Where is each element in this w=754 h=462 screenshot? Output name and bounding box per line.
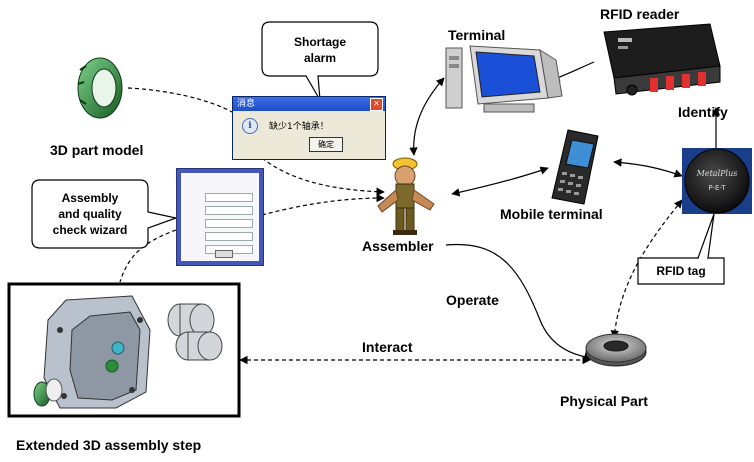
- rfid-tag-icon: MetalPlus P-E-T: [682, 148, 752, 214]
- wizard-line-3: check wizard: [52, 223, 128, 237]
- info-icon: i: [242, 118, 258, 134]
- part-model-icon: [77, 57, 123, 119]
- shortage-dialog-window: 消息 ✕ i 缺少1个轴承！ 确定: [232, 96, 386, 160]
- shortage-alarm-text: Shortage alarm: [262, 34, 378, 66]
- line-wizard-to-assembler: [261, 193, 385, 216]
- label-assembler: Assembler: [362, 238, 434, 254]
- mobile-terminal-icon: [551, 129, 599, 205]
- close-icon[interactable]: ✕: [370, 98, 383, 111]
- extended-3d-step-panel: [7, 282, 241, 418]
- label-identify: Identify: [678, 104, 728, 120]
- line-dialog-to-assembler: [261, 157, 385, 196]
- shortage-line-1: Shortage: [293, 35, 346, 49]
- rfid-tag-callout-text: RFID tag: [656, 264, 706, 278]
- label-mobile-terminal: Mobile terminal: [500, 206, 603, 222]
- wizard-field: [205, 193, 253, 202]
- label-rfid-reader: RFID reader: [600, 6, 680, 22]
- dialog-message: 缺少1个轴承！: [269, 122, 329, 132]
- dialog-titlebar: 消息 ✕: [233, 97, 385, 111]
- rfid-tag-print-line1: MetalPlus: [696, 169, 738, 178]
- wizard-button: [215, 250, 233, 258]
- wizard-field: [205, 206, 253, 215]
- rfid-tag-print-line2: P-E-T: [708, 184, 726, 192]
- wizard-form: [181, 173, 259, 261]
- line-model-to-dialog: [127, 87, 233, 113]
- label-extended-3d-step: Extended 3D assembly step: [16, 437, 202, 453]
- label-terminal: Terminal: [448, 27, 506, 43]
- label-operate: Operate: [446, 292, 499, 308]
- assembly-wizard-window: [176, 168, 264, 266]
- wizard-callout-text: Assembly and quality check wizard: [32, 190, 148, 238]
- physical-part-icon: [585, 333, 647, 367]
- assembler-figure-icon: [377, 157, 435, 235]
- line-assembler-part: [445, 243, 593, 362]
- label-interact: Interact: [362, 339, 413, 355]
- label-physical-part: Physical Part: [560, 393, 648, 409]
- wizard-field: [205, 232, 253, 241]
- shortage-line-2: alarm: [303, 51, 337, 65]
- line-mobile-assembler: [451, 166, 549, 197]
- label-3d-part-model: 3D part model: [50, 142, 144, 158]
- line-tag-part: [610, 199, 683, 339]
- dialog-title: 消息: [237, 99, 256, 109]
- wizard-callout: [31, 179, 179, 249]
- wizard-line-1: Assembly: [61, 191, 119, 205]
- line-terminal-assembler: [409, 77, 445, 156]
- line-tag-mobile: [613, 158, 683, 178]
- wizard-field: [205, 219, 253, 228]
- dialog-ok-button[interactable]: 确定: [309, 137, 343, 152]
- shortage-alarm-callout: [261, 21, 379, 101]
- rfid-tag-callout: [637, 213, 725, 285]
- wizard-line-2: and quality: [58, 207, 122, 221]
- rfid-reader-icon: [603, 23, 721, 96]
- terminal-computer-icon: [445, 45, 563, 113]
